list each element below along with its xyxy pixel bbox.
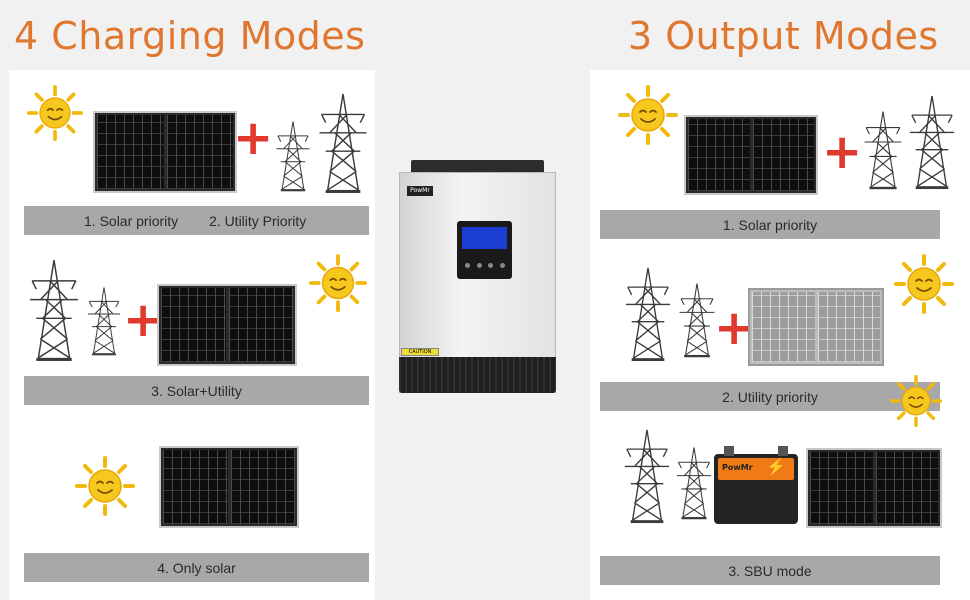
lcd-screen xyxy=(462,227,507,249)
button-icon xyxy=(499,263,505,268)
power-tower-icon xyxy=(674,446,714,520)
plus-icon: + xyxy=(123,292,164,348)
power-tower-icon xyxy=(676,282,718,358)
solar-utility-label: 3. Solar+Utility xyxy=(151,383,242,399)
inverter-brand: PowMr xyxy=(410,187,430,194)
button-icon xyxy=(488,263,494,268)
battery-terminal-right xyxy=(778,446,788,456)
solar-panel xyxy=(157,284,297,366)
sun-icon xyxy=(27,85,83,141)
charging-modes-panel: + 1. Solar priority 2. Utility Priority … xyxy=(9,70,375,600)
output-mode-bar-2: 2. Utility priority xyxy=(600,382,940,411)
caution-label: CAUTION xyxy=(401,348,439,356)
battery-terminal-left xyxy=(724,446,734,456)
left-title: 4 Charging Modes xyxy=(14,14,366,58)
inverter-mount-top xyxy=(411,160,544,174)
output-mode-bar-1: 1. Solar priority xyxy=(600,210,940,239)
charging-mode-bar-1: 1. Solar priority 2. Utility Priority xyxy=(24,206,369,235)
output-mode-bar-3: 3. SBU mode xyxy=(600,556,940,585)
solar-panel xyxy=(684,115,818,195)
button-row xyxy=(465,263,505,269)
button-icon xyxy=(476,263,482,268)
sun-icon xyxy=(890,375,942,427)
button-icon xyxy=(465,263,470,268)
right-title: 3 Output Modes xyxy=(628,14,939,58)
only-solar-label: 4. Only solar xyxy=(157,560,236,576)
battery-label: PowMr ⚡ xyxy=(718,458,794,480)
plus-icon: + xyxy=(822,124,863,180)
output-utility-priority-label: 2. Utility priority xyxy=(722,389,818,405)
sun-icon xyxy=(894,254,954,314)
power-tower-icon xyxy=(25,258,83,362)
utility-priority-label: 2. Utility Priority xyxy=(209,213,307,229)
solar-panel xyxy=(748,288,884,366)
plus-icon: + xyxy=(233,110,274,166)
solar-panel xyxy=(93,111,237,193)
power-tower-icon xyxy=(620,428,674,524)
inverter-body xyxy=(399,172,556,393)
sun-icon xyxy=(75,456,135,516)
inverter-brand-badge: PowMr xyxy=(407,186,433,196)
battery-icon: PowMr ⚡ xyxy=(714,444,798,524)
power-tower-icon xyxy=(313,92,373,194)
sbu-mode-label: 3. SBU mode xyxy=(728,563,812,579)
power-tower-icon xyxy=(858,110,908,190)
power-tower-icon xyxy=(903,94,961,190)
power-tower-icon xyxy=(271,120,315,192)
sun-icon xyxy=(618,85,678,145)
power-tower-icon xyxy=(83,286,125,356)
battery-brand: PowMr xyxy=(722,463,753,472)
plus-icon: + xyxy=(714,300,755,356)
caution-text: CAUTION xyxy=(408,349,432,355)
charging-mode-bar-4: 4. Only solar xyxy=(24,553,369,582)
inverter-display xyxy=(457,221,512,279)
solar-panel xyxy=(806,448,942,528)
solar-panel xyxy=(159,446,299,528)
sun-icon xyxy=(309,254,367,312)
inverter: PowMr CAUTION xyxy=(399,160,556,393)
output-solar-priority-label: 1. Solar priority xyxy=(722,217,818,233)
charging-mode-bar-3: 3. Solar+Utility xyxy=(24,376,369,405)
solar-priority-label: 1. Solar priority xyxy=(84,213,179,229)
output-modes-panel: + 1. Solar priority + 2. Utility priorit… xyxy=(590,70,970,600)
inverter-vent-base xyxy=(399,357,556,393)
power-tower-icon xyxy=(620,266,676,362)
lightning-icon: ⚡ xyxy=(766,459,786,476)
